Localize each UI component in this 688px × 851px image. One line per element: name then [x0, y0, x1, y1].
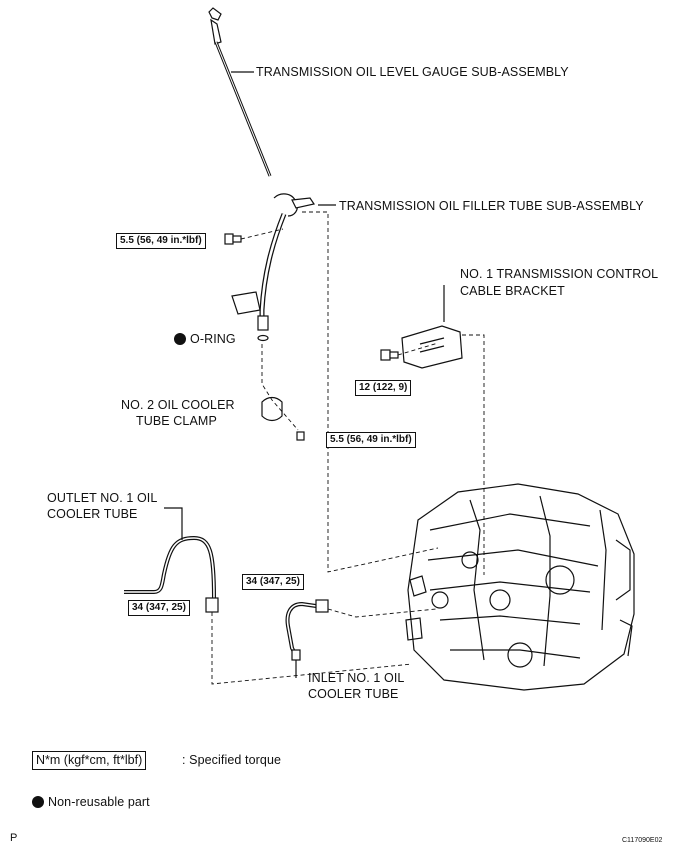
oil-cooler-tube-clamp-drawing — [261, 396, 305, 441]
filler-bolt-drawing — [224, 233, 242, 245]
oil-filler-tube-label: TRANSMISSION OIL FILLER TUBE SUB-ASSEMBL… — [339, 199, 644, 213]
legend-non-reusable: Non-reusable part — [32, 794, 150, 810]
non-reusable-dot-icon — [32, 796, 44, 808]
o-ring-label: O-RING — [174, 331, 236, 347]
control-cable-bracket-label-line1: NO. 1 TRANSMISSION CONTROL — [460, 267, 659, 281]
legend-torque-text: : Specified torque — [182, 753, 282, 767]
outlet-cooler-tube-label-line2: COOLER TUBE — [47, 507, 138, 521]
tube-clamp-label-line2: TUBE CLAMP — [136, 414, 217, 428]
inlet-cooler-tube-label-line2: COOLER TUBE — [308, 687, 399, 701]
tube-clamp-label-line1: NO. 2 OIL COOLER — [121, 398, 235, 412]
oil-level-gauge-drawing — [208, 7, 272, 177]
transmission-assembly-drawing — [405, 483, 635, 691]
inlet-cooler-tube-drawing — [285, 599, 329, 661]
inlet-cooler-tube-label-line1: INLET NO. 1 OIL — [308, 671, 405, 685]
control-cable-bracket-label-line2: CABLE BRACKET — [460, 284, 565, 298]
control-cable-bracket-drawing — [380, 325, 463, 369]
footer-page-marker: P — [10, 832, 18, 844]
non-reusable-dot-icon — [174, 333, 186, 345]
outlet-cooler-tube-drawing — [124, 535, 219, 613]
clamp-bolt-torque: 5.5 (56, 49 in.*lbf) — [326, 432, 416, 448]
figure-code: C117090E02 — [622, 837, 663, 844]
oil-level-gauge-label: TRANSMISSION OIL LEVEL GAUGE SUB-ASSEMBL… — [256, 65, 569, 79]
oil-filler-tube-drawing — [231, 193, 315, 342]
inlet-union-torque: 34 (347, 25) — [242, 574, 304, 590]
outlet-union-torque: 34 (347, 25) — [128, 600, 190, 616]
legend-torque-box: N*m (kgf*cm, ft*lbf) — [32, 751, 147, 770]
bracket-bolt-torque: 12 (122, 9) — [355, 380, 412, 396]
outlet-cooler-tube-label-line1: OUTLET NO. 1 OIL — [47, 491, 158, 505]
filler-bolt-torque: 5.5 (56, 49 in.*lbf) — [116, 233, 206, 249]
